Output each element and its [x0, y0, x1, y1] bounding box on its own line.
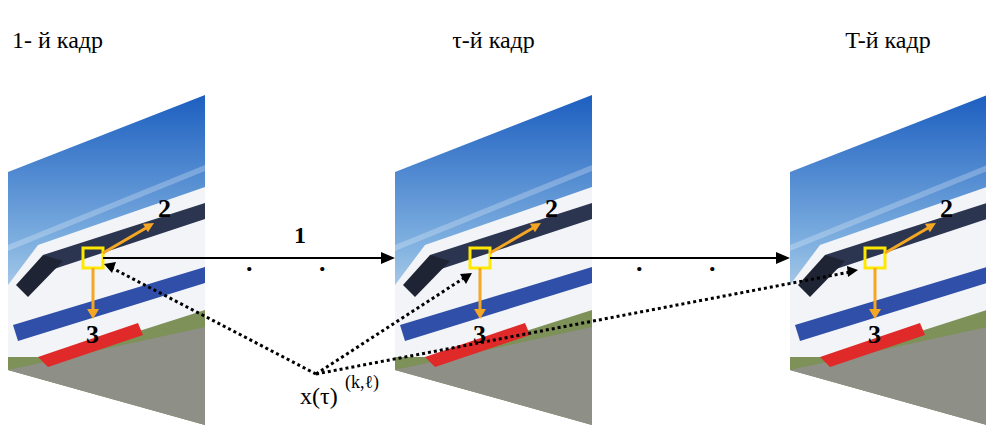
ellipsis-dots: . . [636, 248, 716, 278]
ellipsis-dots: . . [246, 248, 326, 278]
video-frame: T-й кадр [790, 20, 986, 425]
frame-heading: T-й кадр [790, 20, 986, 54]
superscript-label: (k,ℓ) [345, 372, 379, 393]
callout-number: 3 [868, 320, 881, 350]
video-frame: 1- й кадр [8, 20, 205, 425]
callout-number: 3 [86, 320, 99, 350]
variable-label: x(τ) [300, 383, 338, 411]
callout-number: 2 [158, 194, 171, 224]
frame-heading: τ-й кадр [395, 20, 592, 54]
callout-number: 2 [545, 194, 558, 224]
callout-number: 2 [940, 194, 953, 224]
frame-heading: 1- й кадр [8, 20, 205, 54]
edge-label: 1 [292, 222, 308, 250]
video-frame: τ-й кадр [395, 20, 592, 425]
callout-number: 3 [473, 320, 486, 350]
